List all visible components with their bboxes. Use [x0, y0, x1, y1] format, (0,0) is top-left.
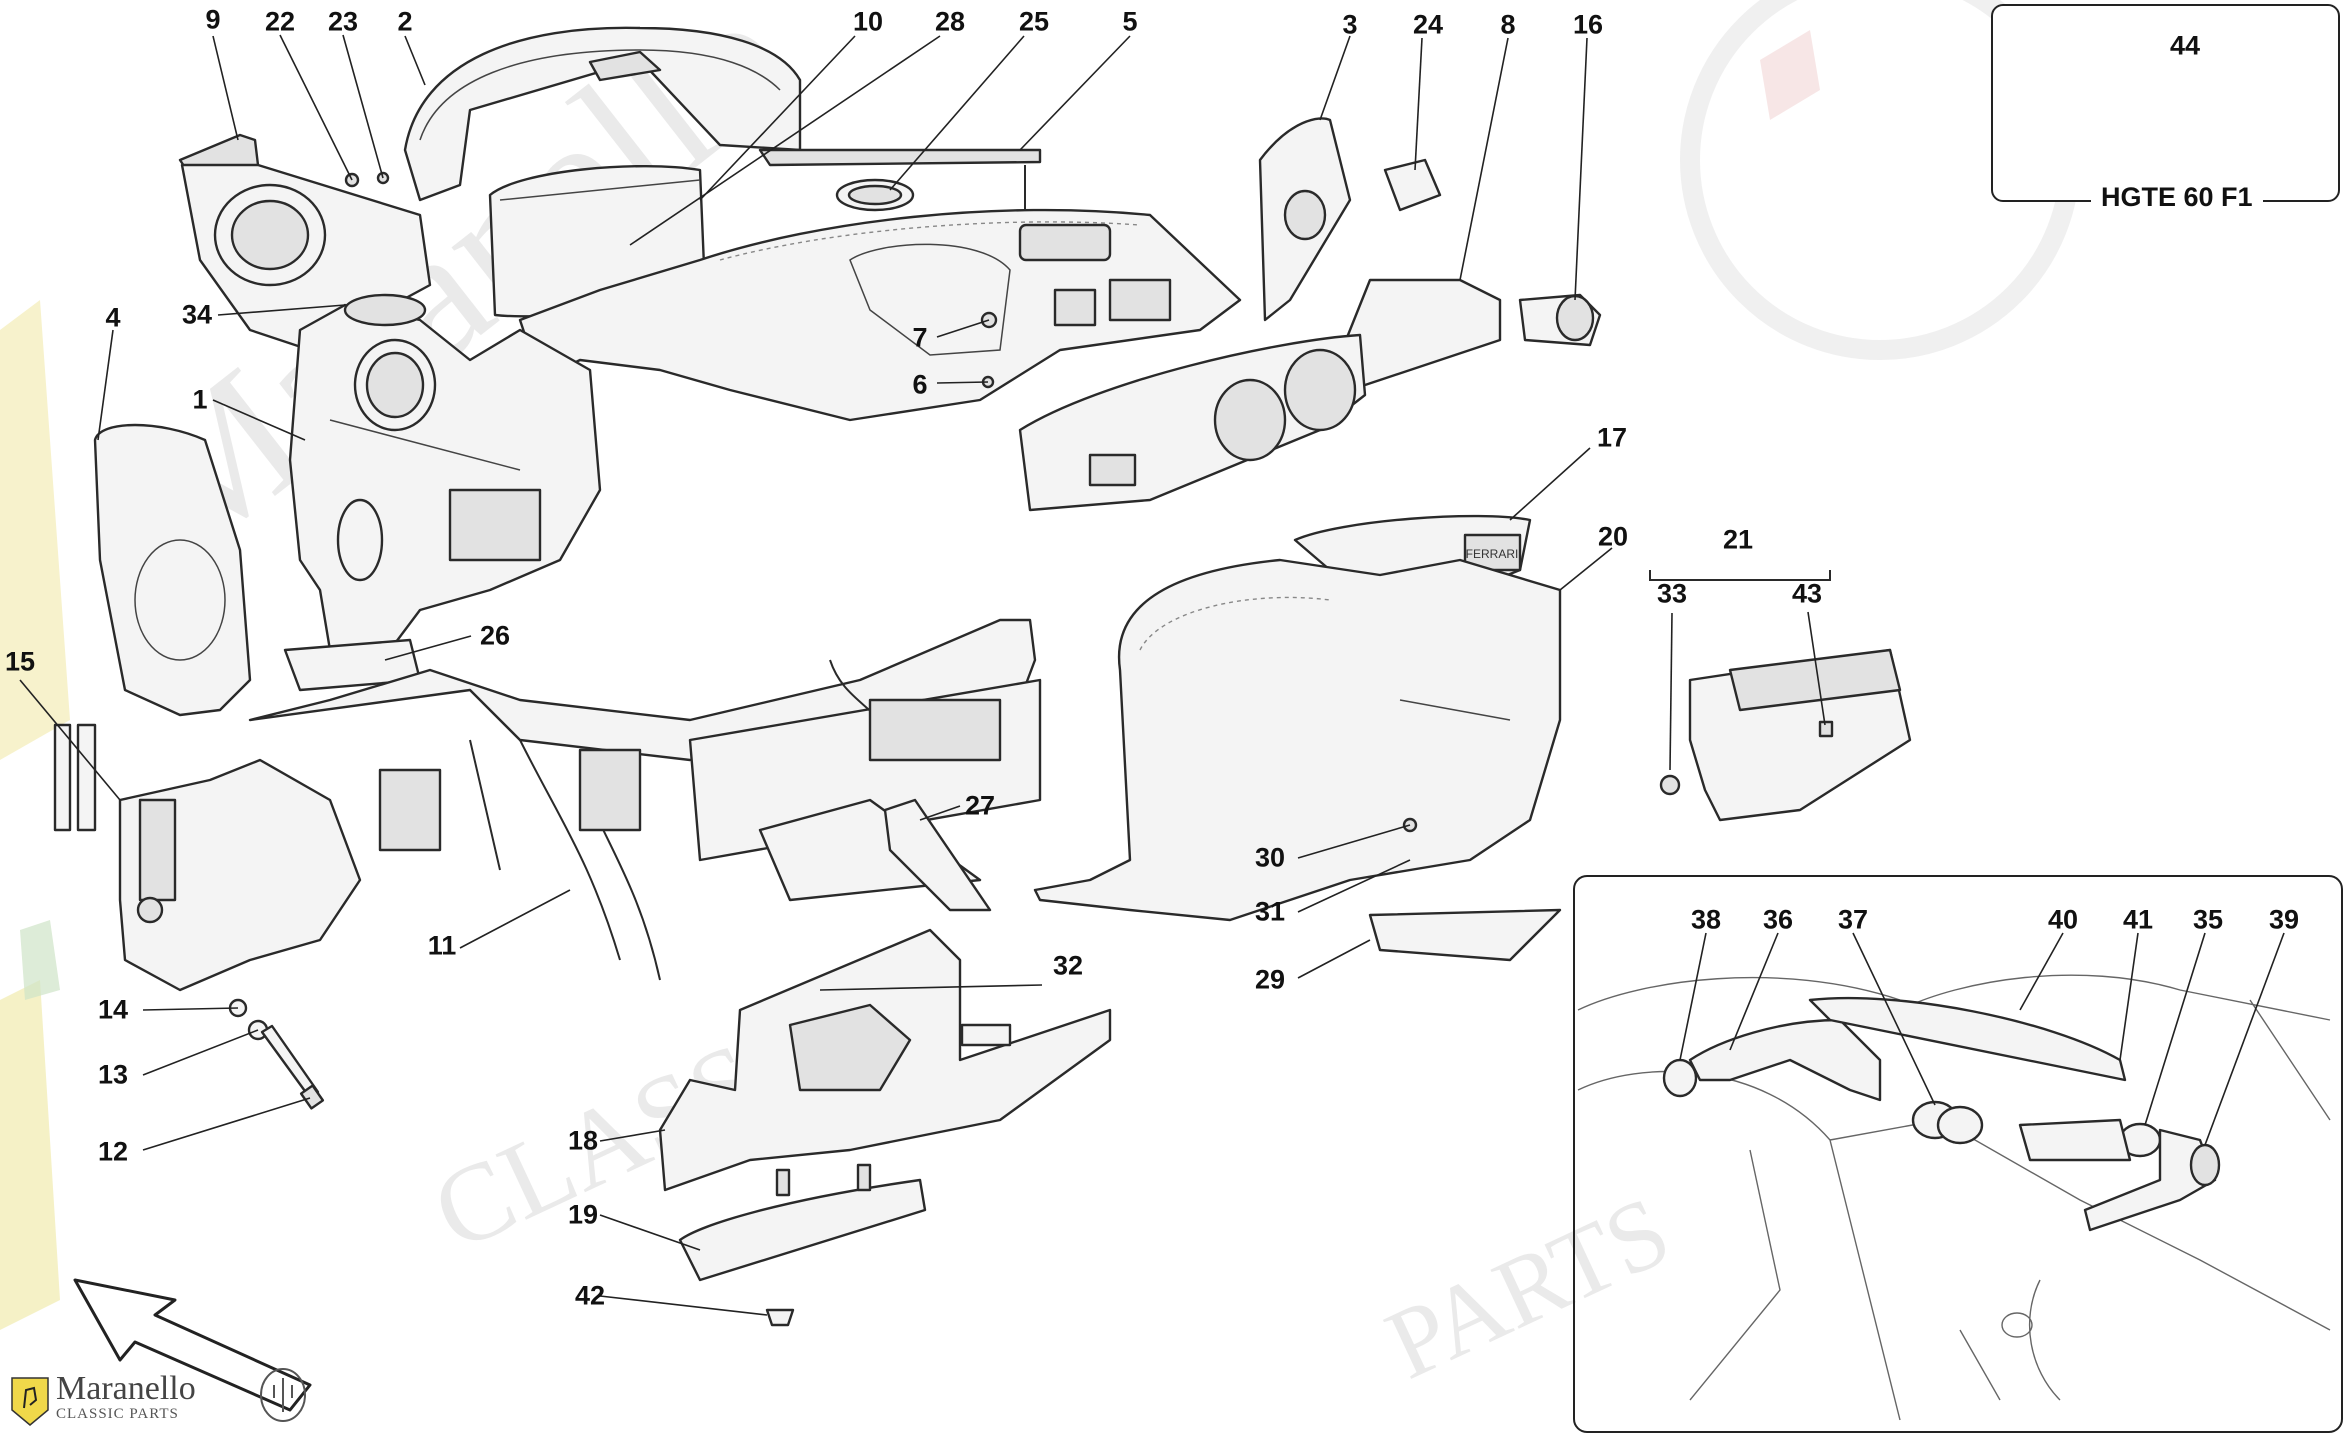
callout-42: 42 — [574, 1280, 606, 1311]
callout-2: 2 — [397, 6, 413, 37]
callout-8: 8 — [1500, 9, 1516, 40]
maranello-logo: Maranello CLASSIC PARTS — [56, 1372, 196, 1423]
part-27-small-bracket — [883, 798, 992, 912]
prancing-horse-icon — [11, 1377, 49, 1426]
callout-10: 10 — [852, 6, 884, 37]
logo-subtitle: CLASSIC PARTS — [56, 1406, 179, 1422]
logo-brand: Maranello — [56, 1370, 196, 1407]
callout-28: 28 — [934, 6, 966, 37]
badge-text: FERRARI — [1466, 547, 1519, 561]
callout-6: 6 — [912, 369, 928, 400]
dashboard-main-structure — [518, 208, 1242, 422]
callout-37: 37 — [1837, 904, 1869, 935]
callout-29: 29 — [1254, 964, 1286, 995]
callout-39: 39 — [2268, 904, 2300, 935]
callout-35: 35 — [2192, 904, 2224, 935]
maserati-trident-icon — [260, 1368, 306, 1422]
callout-27: 27 — [964, 790, 996, 821]
callout-20: 20 — [1597, 521, 1629, 552]
part-42-clip — [765, 1308, 795, 1327]
callout-43: 43 — [1791, 578, 1823, 609]
callout-38: 38 — [1690, 904, 1722, 935]
callout-36: 36 — [1762, 904, 1794, 935]
callout-30: 30 — [1254, 842, 1286, 873]
callout-7: 7 — [912, 322, 928, 353]
callout-12: 12 — [97, 1136, 129, 1167]
variant-box — [1991, 4, 2340, 202]
callout-44: 44 — [2169, 30, 2201, 61]
inset-detail-frame — [1573, 875, 2343, 1433]
direction-arrow-icon — [73, 1278, 312, 1412]
inset-car-cabin-drawing — [1577, 932, 2331, 1421]
part-2-instrument-hood — [403, 26, 802, 202]
steering-support-bracket — [118, 758, 362, 992]
part-19-lower-trim — [678, 1163, 927, 1282]
callout-13: 13 — [97, 1059, 129, 1090]
callout-19: 19 — [567, 1199, 599, 1230]
callout-11: 11 — [427, 930, 457, 961]
callout-31: 31 — [1254, 896, 1286, 927]
callout-41: 41 — [2122, 904, 2154, 935]
background-flag-tints — [0, 0, 2080, 1330]
callout-26: 26 — [479, 620, 511, 651]
part-11-cross-car-beam — [248, 618, 1042, 981]
callout-33: 33 — [1656, 578, 1688, 609]
part-20-lower-dash-panel — [1033, 558, 1562, 922]
callout-40: 40 — [2047, 904, 2079, 935]
callout-21: 21 — [1722, 524, 1754, 555]
part-15-trim-strips — [53, 723, 97, 832]
part-1-left-frame — [288, 293, 602, 652]
callout-1: 1 — [192, 384, 208, 415]
callout-32: 32 — [1052, 950, 1084, 981]
callout-14: 14 — [97, 994, 129, 1025]
part-12-bolt — [260, 1024, 325, 1110]
part-21-bracket-assembly — [1649, 570, 1912, 822]
callout-24: 24 — [1412, 9, 1444, 40]
part-18-lower-panel — [658, 928, 1112, 1192]
part-29-lower-cover — [1368, 908, 1562, 962]
leader-lines — [19, 34, 1826, 1316]
variant-label: HGTE 60 F1 — [2091, 182, 2263, 213]
callout-9: 9 — [205, 4, 221, 35]
part-4-side-trim-panel — [93, 423, 252, 717]
callout-4: 4 — [105, 302, 121, 333]
part-16-switch-knob — [1518, 293, 1602, 347]
callout-18: 18 — [567, 1125, 599, 1156]
callout-23: 23 — [327, 6, 359, 37]
part-8-right-vent-duct — [1018, 278, 1502, 512]
part-3-vent-surround — [1258, 117, 1352, 322]
callout-5: 5 — [1122, 6, 1138, 37]
callout-22: 22 — [264, 6, 296, 37]
callout-34: 34 — [181, 299, 213, 330]
callout-16: 16 — [1572, 9, 1604, 40]
part-24-vent-nozzle — [1383, 158, 1442, 212]
callout-25: 25 — [1018, 6, 1050, 37]
callout-17: 17 — [1596, 422, 1628, 453]
part-25-speaker-ring — [835, 178, 915, 212]
callout-15: 15 — [4, 646, 36, 677]
callout-3: 3 — [1342, 9, 1358, 40]
